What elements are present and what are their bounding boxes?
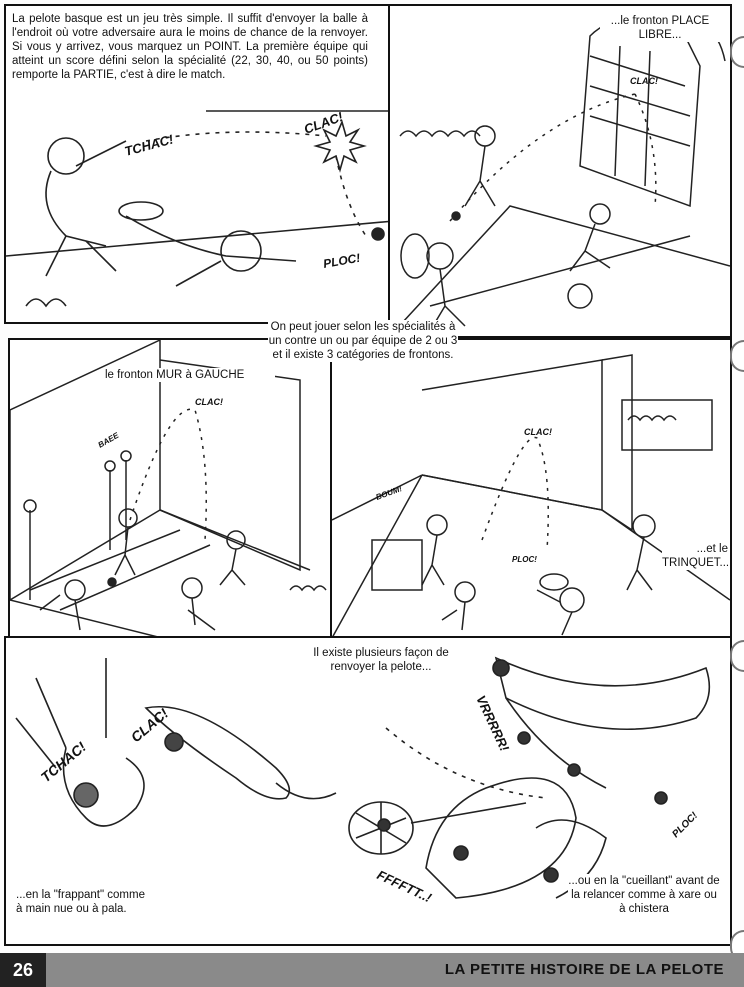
place-libre-caption: ...le fronton PLACE LIBRE...	[600, 14, 720, 42]
sfx-ploc: PLOC!	[322, 251, 361, 271]
cueillant-caption: ...ou en la "cueillant" avant de la rela…	[568, 874, 720, 916]
page-number: 26	[0, 953, 46, 987]
sfx-tchac-2: TCHAC!	[38, 738, 90, 785]
panel-techniques-illustration: TCHAC! CLAC! VRRRRR! FFFFTT..! PLOC!	[15, 656, 711, 906]
book-title: LA PETITE HISTOIRE DE LA PELOTE	[444, 961, 724, 978]
panel-place-libre-illustration: CLAC!	[390, 17, 730, 336]
panel-mur-a-gauche-illustration: CLAC! BAEE	[10, 340, 327, 640]
binder-ring	[730, 640, 744, 672]
panel-trinquet-illustration: CLAC! BOUM! PLOC!	[332, 354, 730, 638]
binder-ring	[730, 340, 744, 372]
sfx-clac-3: CLAC!	[195, 397, 223, 407]
panel-trinquet: CLAC! BOUM! PLOC! ...et le TRINQUET...	[330, 338, 732, 640]
sfx-vrrrrr: VRRRRR!	[473, 693, 512, 754]
panel-intro-illustration: TCHAC! CLAC! PLOC!	[6, 109, 394, 308]
sfx-fffftt: FFFFTT..!	[375, 867, 435, 905]
sfx-boum: BOUM!	[375, 484, 404, 502]
techniques-intro-caption: Il existe plusieurs façon de renvoyer la…	[306, 646, 456, 674]
sfx-clac: CLAC!	[302, 109, 346, 137]
sfx-baee: BAEE	[97, 430, 121, 449]
binder-ring	[730, 36, 744, 68]
sfx-ploc-2: PLOC!	[512, 555, 537, 564]
sfx-tchac: TCHAC!	[123, 131, 176, 159]
panel-intro: TCHAC! CLAC! PLOC! La pelote basque est …	[4, 4, 396, 324]
panel-mur-a-gauche: CLAC! BAEE le fronton MUR à GAUCHE	[8, 338, 342, 642]
panel-place-libre: CLAC! ...le fronton PLACE LIBRE...	[388, 4, 732, 338]
sfx-ploc-3: PLOC!	[670, 810, 700, 840]
frappant-caption: ...en la "frappant" comme à main nue ou …	[16, 888, 146, 916]
sfx-clac-4: CLAC!	[524, 427, 552, 437]
sfx-clac-2: CLAC!	[630, 76, 658, 86]
page-footer: 26 LA PETITE HISTOIRE DE LA PELOTE	[0, 953, 744, 987]
panel-techniques: TCHAC! CLAC! VRRRRR! FFFFTT..! PLOC! Il …	[4, 636, 732, 946]
mur-a-gauche-caption: le fronton MUR à GAUCHE	[105, 368, 275, 382]
trinquet-caption: ...et le TRINQUET...	[662, 542, 730, 570]
specialties-note: On peut jouer selon les spécialités à un…	[268, 320, 458, 362]
intro-caption: La pelote basque est un jeu très simple.…	[12, 12, 368, 82]
